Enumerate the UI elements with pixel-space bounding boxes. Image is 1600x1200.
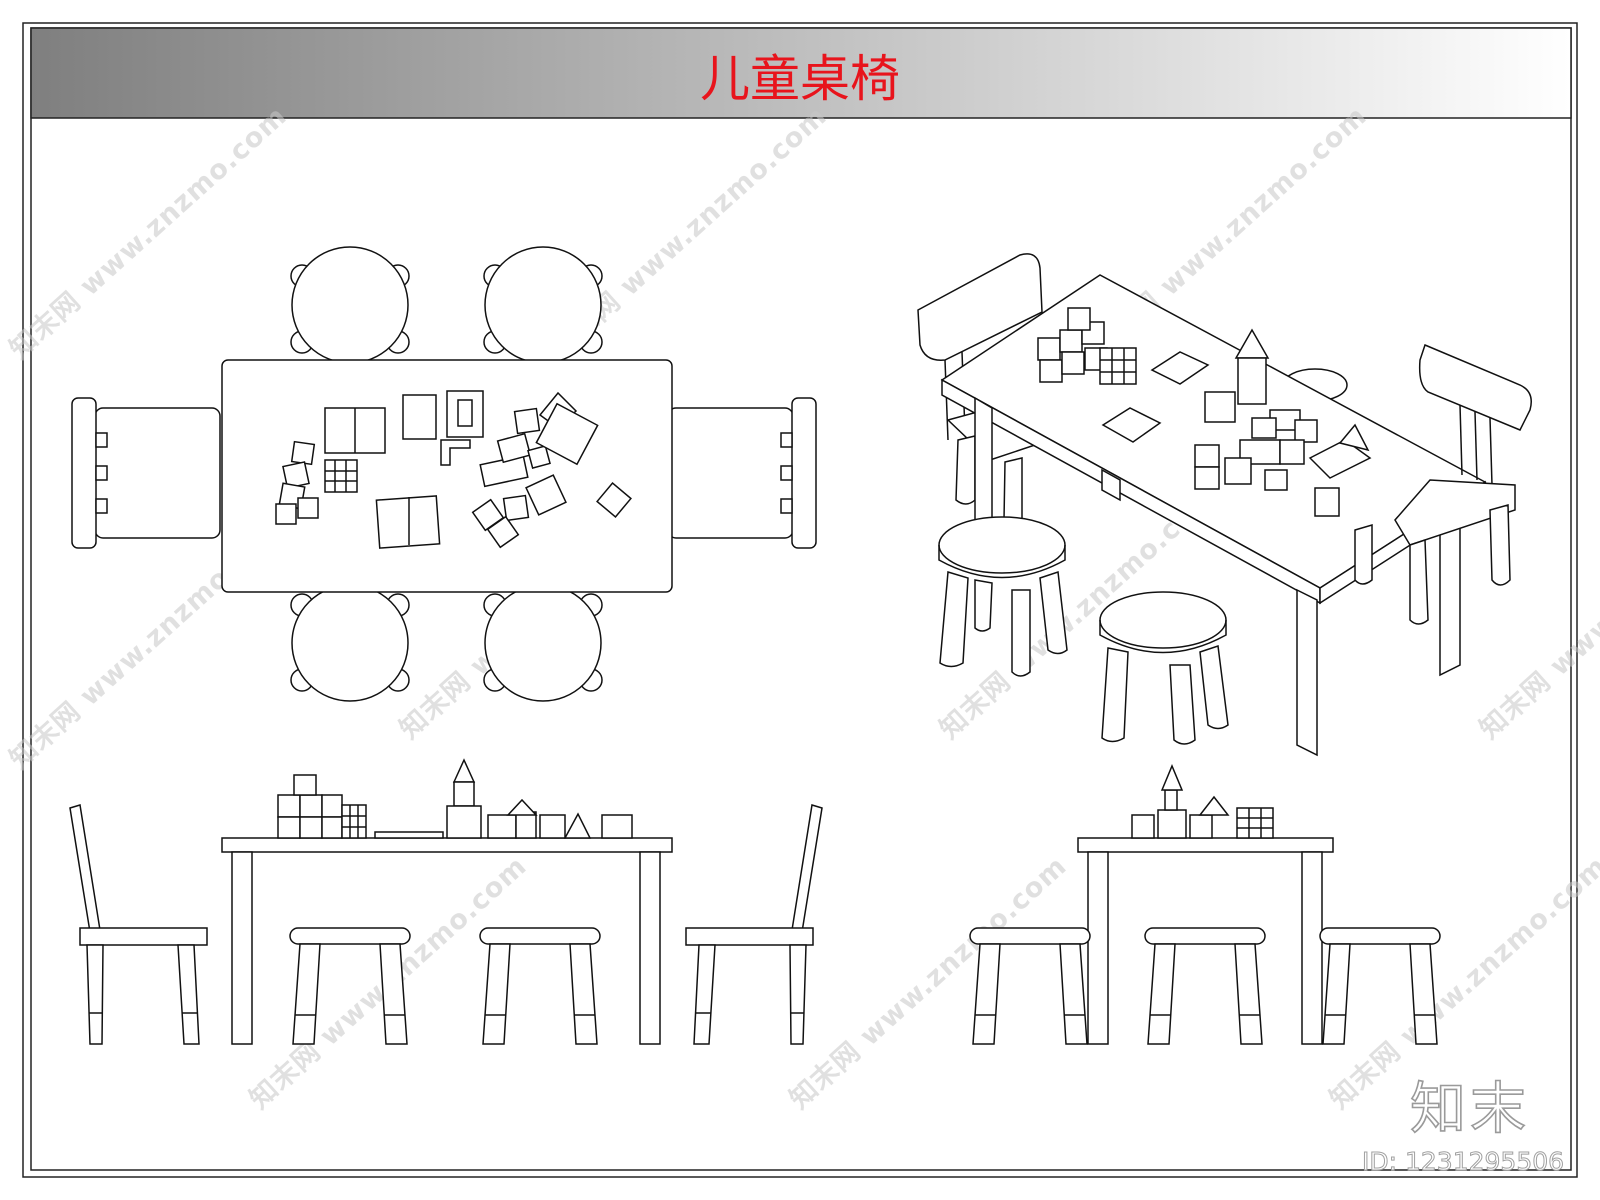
stool-elevation-2	[479, 927, 601, 1045]
stool-plan-top-left	[290, 246, 410, 364]
chair-elevation-right	[685, 804, 823, 1045]
brand-logo: 知末 ID: 1231295506	[1362, 1076, 1565, 1176]
stool-plan-top-right	[483, 246, 603, 364]
stool-elevation-1	[289, 927, 411, 1045]
logo-text: 知末	[1410, 1077, 1530, 1142]
toys-elevation	[277, 758, 633, 839]
stool-side-3	[1319, 927, 1441, 1045]
toys-persp	[1037, 307, 1372, 517]
chair-plan-left	[71, 397, 221, 549]
watermark-text: 知末网 www.znzmo.com	[784, 851, 1073, 1116]
watermark-text: 知末网 www.znzmo.com	[4, 101, 293, 366]
stool-persp-front-left	[938, 516, 1068, 677]
toys-plan	[275, 390, 632, 549]
perspective-view	[917, 253, 1532, 757]
plan-view	[71, 246, 817, 702]
chair-plan-right	[667, 397, 817, 549]
chair-persp-right	[1354, 343, 1532, 625]
watermark-text: 知末网 www.znzmo.com	[1324, 851, 1600, 1116]
image-id-label: ID: 1231295506	[1362, 1147, 1564, 1176]
stool-side-2	[1144, 927, 1266, 1045]
stool-plan-bottom-left	[290, 584, 410, 702]
stool-side-1	[969, 927, 1091, 1045]
stool-plan-bottom-right	[483, 584, 603, 702]
chair-elevation-left	[69, 804, 208, 1045]
page-title: 儿童桌椅	[700, 50, 900, 108]
front-elevation	[69, 758, 823, 1045]
table-elevation	[221, 837, 673, 1045]
table-side	[1077, 837, 1334, 1045]
stool-persp-front-center	[1099, 591, 1229, 745]
side-elevation	[969, 764, 1441, 1045]
header-bar: 儿童桌椅	[30, 27, 1572, 119]
toys-side	[1131, 764, 1274, 839]
